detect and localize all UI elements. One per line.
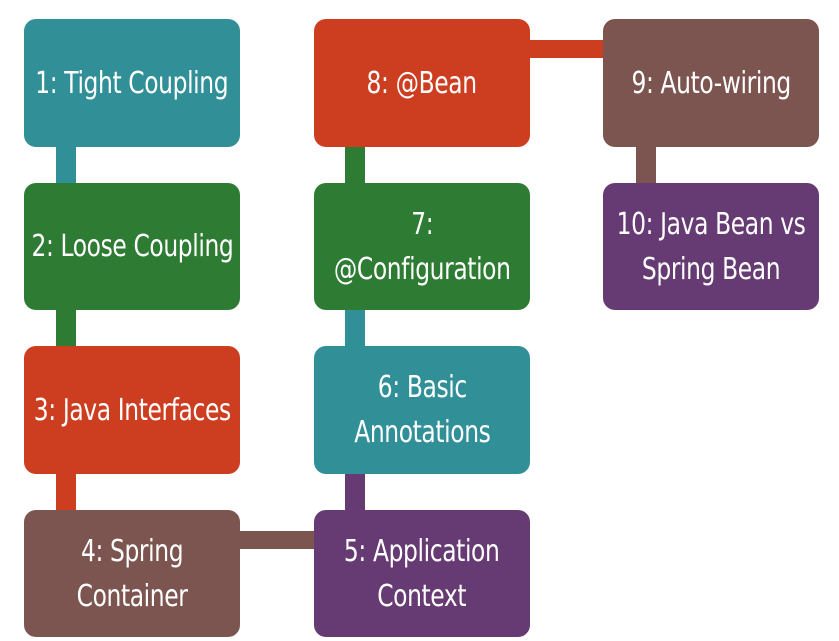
step-1-box: 1: Tight Coupling — [24, 19, 240, 147]
step-4-label: 4: Spring Container — [76, 533, 188, 614]
step-10-label: 10: Java Bean vs Spring Bean — [616, 206, 806, 287]
connector-step-2-to-3 — [56, 310, 76, 347]
step-6-label: 6: Basic Annotations — [353, 370, 491, 450]
connector-step-5-to-6 — [345, 474, 365, 511]
step-8-box: 8: @Bean — [314, 19, 530, 147]
step-5-box: 5: Application Context — [314, 510, 530, 637]
step-6-box: 6: Basic Annotations — [314, 346, 530, 474]
step-4-box: 4: Spring Container — [24, 510, 240, 637]
connector-step-3-to-4 — [56, 474, 76, 511]
connector-step-4-to-5 — [240, 531, 315, 549]
step-7-label: 7: @Configuration — [333, 206, 511, 287]
step-9-box: 9: Auto-wiring — [603, 19, 819, 147]
step-8-label: 8: @Bean — [366, 65, 478, 101]
step-1-label: 1: Tight Coupling — [35, 65, 229, 101]
connector-step-6-to-7 — [345, 310, 365, 347]
step-2-box: 2: Loose Coupling — [24, 183, 240, 310]
connector-step-9-to-10 — [636, 147, 656, 184]
step-7-box: 7: @Configuration — [314, 183, 530, 310]
step-2-label: 2: Loose Coupling — [31, 229, 233, 264]
step-3-box: 3: Java Interfaces — [24, 346, 240, 474]
step-5-label: 5: Application Context — [344, 533, 500, 614]
step-9-label: 9: Auto-wiring — [631, 65, 791, 101]
connector-step-7-to-8 — [345, 147, 365, 184]
connector-step-8-to-9 — [529, 40, 604, 58]
connector-step-1-to-2 — [56, 147, 76, 184]
step-3-label: 3: Java Interfaces — [33, 392, 231, 428]
step-10-box: 10: Java Bean vs Spring Bean — [603, 183, 819, 310]
